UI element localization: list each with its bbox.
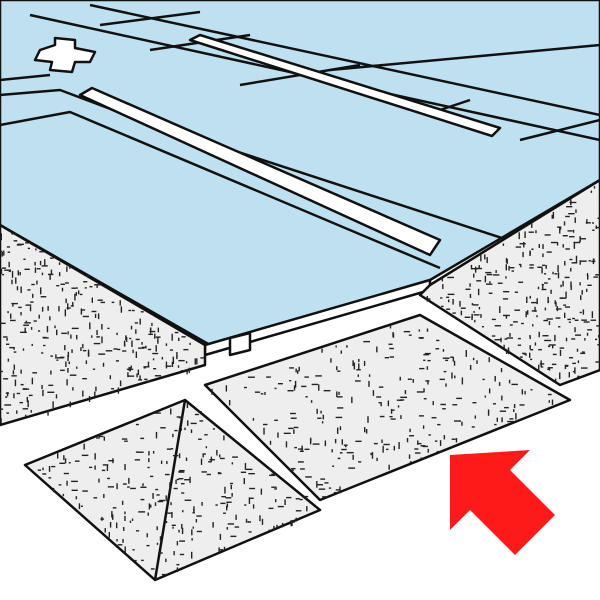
front-ramp [203,313,572,502]
corner-pyramid-ramp [23,398,322,582]
cross-fitting [33,36,97,74]
plate-seam [519,118,600,142]
plate-seam [439,98,471,112]
platform-post [228,331,252,357]
right-ramp [418,178,600,387]
concrete-texture [0,186,600,580]
plate-seam [89,3,600,117]
channel-beam [188,33,502,138]
plate-seam [99,10,201,27]
plate-seam [0,110,441,270]
arrow-up-left-icon [450,450,555,555]
plate-seam [329,43,600,72]
channel-beam [78,86,442,257]
plate-seam [0,73,51,82]
